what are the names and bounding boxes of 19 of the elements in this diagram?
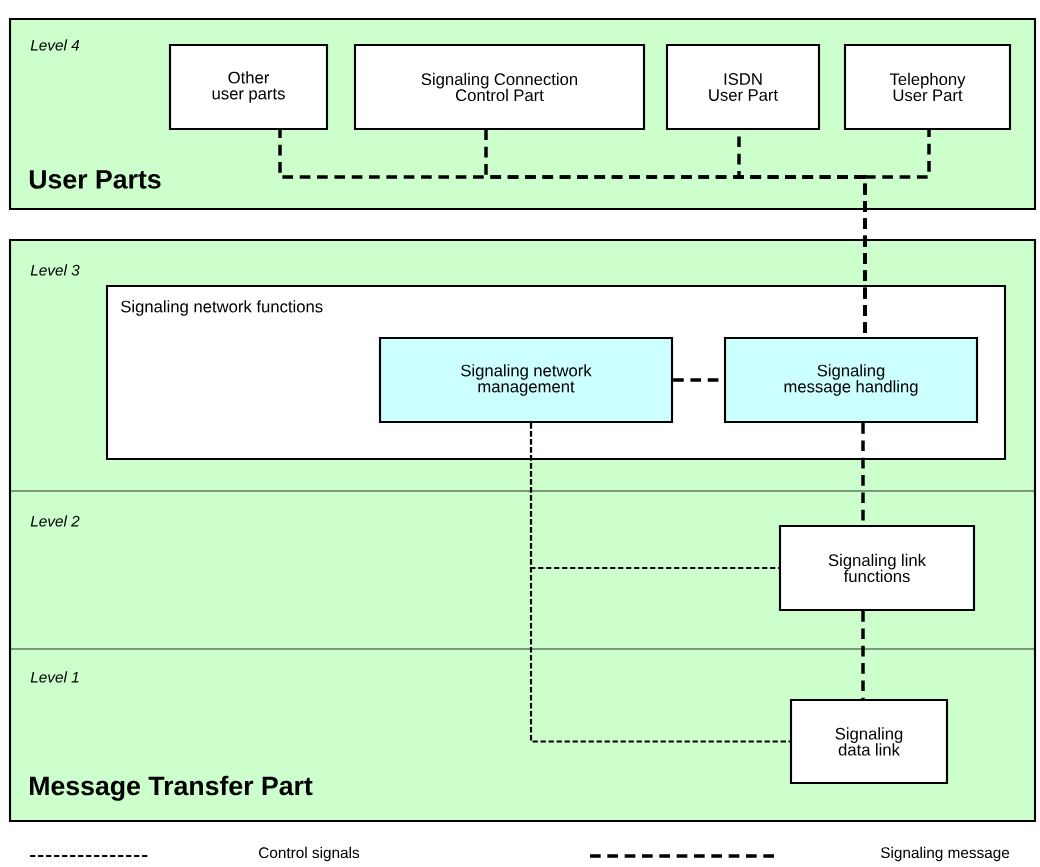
connector-line: [861, 611, 865, 699]
level-label: Level 4: [30, 39, 80, 51]
layer-title: User Parts: [29, 170, 161, 189]
level-label: Level 3: [30, 264, 80, 276]
legend-text: Control signals: [259, 846, 360, 862]
function-box: ISDN User Part: [665, 43, 821, 131]
function-box: Telephony User Part: [843, 43, 1012, 131]
function-box: Signaling data link: [789, 698, 949, 785]
function-box: Signaling message handling: [723, 336, 979, 424]
layer-title: Message Transfer Part: [30, 775, 313, 801]
function-box: Signaling Connection Control Part: [353, 43, 646, 131]
legend-text: Signaling message: [880, 846, 1010, 862]
connector-line: [529, 423, 790, 743]
level-label: Level 2: [30, 515, 80, 527]
function-box: Signaling link functions: [778, 524, 976, 612]
function-box: Other user parts: [168, 43, 329, 131]
function-box: Signaling network management: [378, 336, 674, 424]
group-title: Signaling network functions: [121, 300, 323, 316]
level-label: Level 1: [30, 671, 79, 683]
